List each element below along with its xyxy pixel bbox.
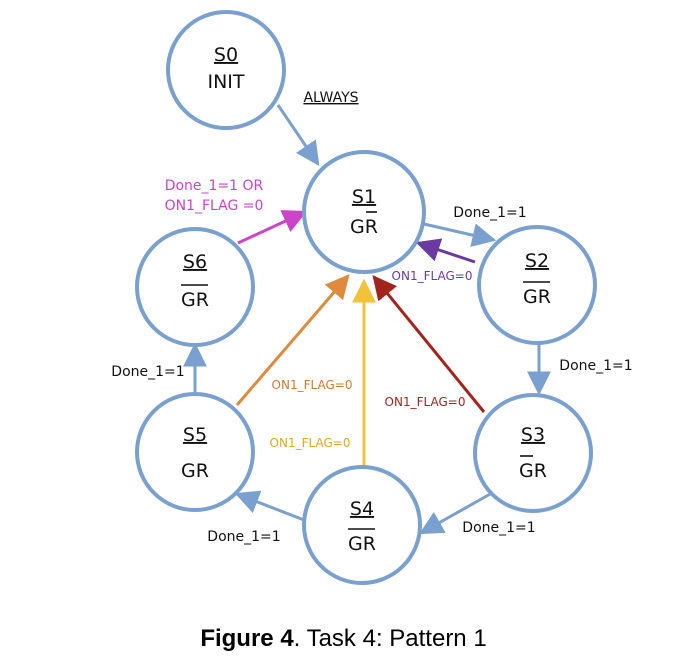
edge-label-s4-s1: ON1_FLAG=0 (270, 436, 351, 450)
edge-label-s5-s6: Done_1=1 (111, 364, 184, 380)
state-s2-name: S2 (525, 250, 549, 272)
edge-s6-s1 (237, 210, 308, 245)
edge-s3-s1 (372, 275, 486, 413)
state-s3-name: S3 (521, 424, 545, 446)
state-s0-name: S0 (214, 44, 238, 66)
edge-s1-s2 (423, 222, 497, 247)
edge-label-s6-s1-line1: Done_1=1 OR (165, 178, 264, 194)
state-s0-label: INIT (207, 71, 244, 93)
caption-figure-number: Figure 4 (200, 625, 294, 652)
caption-text: . Task 4: Pattern 1 (293, 625, 487, 652)
edge-label-always: ALWAYS (303, 90, 358, 106)
edge-s2-s1 (415, 238, 476, 264)
edge-label-s1-s2: Done_1=1 (453, 205, 526, 221)
state-s1-label: GR (350, 216, 378, 238)
state-s5-name: S5 (183, 424, 207, 446)
edge-label-s3-s4: Done_1=1 (462, 520, 535, 536)
edge-label-s2-s1: ON1_FLAG=0 (392, 269, 473, 283)
edge-s4-s5 (234, 490, 305, 522)
state-s5: S5 GR (135, 392, 255, 512)
edge-label-s3-s1: ON1_FLAG=0 (385, 395, 466, 409)
state-s1-name: S1 (352, 186, 376, 208)
figure-caption: Figure 4. Task 4: Pattern 1 (0, 625, 687, 653)
state-s4-name: S4 (350, 498, 374, 520)
edge-s5-s1 (235, 274, 350, 406)
state-s4: S4 GR (302, 465, 422, 585)
state-s0: S0 INIT (166, 10, 286, 130)
state-s6-name: S6 (183, 251, 207, 273)
state-s3: S3 GR (473, 393, 593, 513)
state-s2-label: GR (523, 286, 551, 308)
state-s5-label: GR (181, 460, 209, 482)
state-s6-label: GR (181, 289, 209, 311)
state-s1: S1 GR (302, 150, 426, 274)
state-s3-label: GR (519, 460, 547, 482)
edge-label-s4-s5: Done_1=1 (207, 529, 280, 545)
edge-s3-s4 (418, 491, 493, 535)
state-s6: S6 GR (135, 227, 255, 347)
edge-label-s5-s1: ON1_FLAG=0 (272, 378, 353, 392)
state-s2: S2 GR (477, 225, 597, 345)
edge-label-s6-s1-line2: ON1_FLAG =0 (165, 198, 264, 214)
edge-s0-s1 (276, 104, 320, 166)
state-s4-label: GR (348, 533, 376, 555)
edge-label-s2-s3: Done_1=1 (559, 358, 632, 374)
